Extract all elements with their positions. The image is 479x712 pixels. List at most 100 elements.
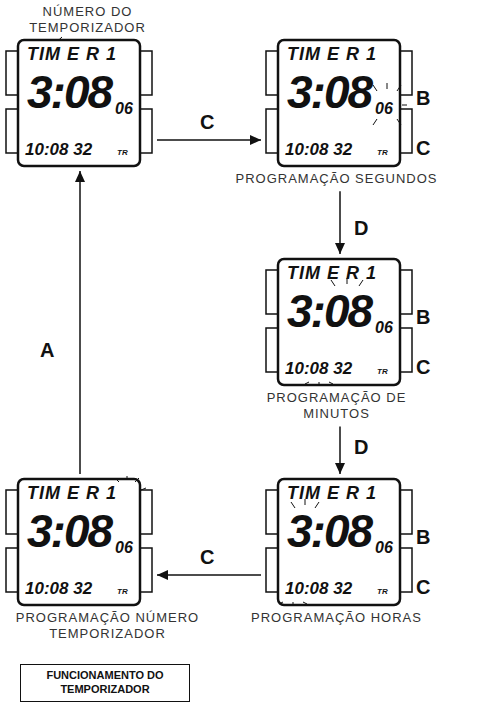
seconds-digits: 06 <box>115 101 133 117</box>
mode-indicator: TR <box>117 149 128 157</box>
time-digits: 3:08 <box>287 508 371 554</box>
mode-caption: PROGRAMAÇÃO HORAS <box>234 610 439 626</box>
button-step-label: D <box>352 218 370 238</box>
watch-node: TIM E R 13:080610:08 32TRPROGRAMAÇÃO SEG… <box>265 39 413 187</box>
timer-number: TIM E R 1 <box>27 484 117 502</box>
button-label: B <box>416 307 430 327</box>
watch-button <box>140 548 152 592</box>
time-digits: 3:08 <box>27 508 111 554</box>
watch-outline <box>18 479 140 605</box>
watch-button <box>266 51 278 95</box>
watch-button <box>400 109 412 153</box>
watch-display: TIM E R 1 3:0806 10:08 32 TR <box>265 39 413 167</box>
arrow-head <box>157 570 168 580</box>
watch-outline <box>18 40 140 166</box>
blink-mark <box>397 119 401 125</box>
callout-title: NÚMERO DO TEMPORIZADOR <box>5 4 170 37</box>
arrow-head <box>75 171 85 182</box>
watch-display: TIM E R 1 3:0806 10:08 32 TR <box>265 478 413 606</box>
mode-caption: PROGRAMAÇÃO DE MINUTOS <box>234 390 439 423</box>
button-label: C <box>416 357 430 377</box>
button-step-label: C <box>198 112 216 132</box>
clock-line: 10:08 32 <box>285 580 352 597</box>
seconds-digits: 06 <box>115 540 133 556</box>
watch-button <box>266 490 278 534</box>
blink-mark <box>135 478 139 482</box>
watch-button <box>140 490 152 534</box>
flow-arrow <box>79 171 81 474</box>
mode-indicator: TR <box>377 149 388 157</box>
clock-line: 10:08 32 <box>25 580 92 597</box>
blink-mark <box>115 478 119 482</box>
blink-mark <box>127 476 128 480</box>
watch-button <box>266 328 278 372</box>
watch-button <box>400 490 412 534</box>
watch-outline <box>278 479 400 605</box>
blink-mark <box>373 85 377 91</box>
blink-mark <box>293 602 294 605</box>
watch-display: TIM E R 1 3:0806 10:08 32 TR <box>5 478 153 606</box>
button-label: B <box>416 527 430 547</box>
blink-mark <box>402 105 407 106</box>
watch-node: TIM E R 1 3:0806 10:08 32 TR <box>5 39 153 167</box>
clock-line: 10:08 32 <box>285 360 352 377</box>
arrow-head <box>335 243 345 254</box>
button-step-label: A <box>38 340 56 360</box>
watch-display: TIM E R 1 3:0806 10:08 32 TR <box>265 258 413 386</box>
watch-button <box>266 548 278 592</box>
timer-number: TIM E R 1 <box>27 45 117 63</box>
blink-mark <box>387 83 388 89</box>
seconds-digits: 06 <box>375 320 393 336</box>
watch-button <box>400 270 412 314</box>
blink-mark <box>319 382 320 385</box>
button-label: C <box>416 577 430 597</box>
blink-mark <box>305 382 309 384</box>
watch-node: TIM E R 13:080610:08 32TRPROGRAMAÇÃO NÚM… <box>5 478 153 643</box>
timer-number: TIM E R 1 <box>287 264 377 282</box>
watch-button <box>400 51 412 95</box>
button-label: C <box>416 138 430 158</box>
flow-arrow <box>157 574 261 576</box>
mode-indicator: TR <box>377 368 388 376</box>
watch-button <box>266 109 278 153</box>
watch-button <box>6 490 18 534</box>
watch-outline <box>278 40 400 166</box>
watch-node: TIM E R 13:080610:08 32TRPROGRAMAÇÃO HOR… <box>265 478 413 626</box>
watch-outline <box>278 259 400 385</box>
watch-button <box>140 109 152 153</box>
blink-mark <box>373 119 377 125</box>
time-digits: 3:08 <box>27 69 111 115</box>
arrow-head <box>250 135 261 145</box>
blink-mark <box>329 382 333 384</box>
watch-node: TIM E R 13:080610:08 32TRPROGRAMAÇÃO DE … <box>265 258 413 423</box>
seconds-digits: 06 <box>375 540 393 556</box>
timer-number: TIM E R 1 <box>287 45 377 63</box>
button-label: B <box>416 88 430 108</box>
watch-button <box>266 270 278 314</box>
blink-mark <box>397 85 401 91</box>
flow-arrow <box>157 139 261 141</box>
watch-button <box>6 51 18 95</box>
watch-button <box>140 51 152 95</box>
watch-button <box>400 328 412 372</box>
blink-mark <box>279 602 283 604</box>
watch-button <box>400 548 412 592</box>
blink-mark <box>141 488 146 490</box>
clock-line: 10:08 32 <box>25 141 92 158</box>
time-digits: 3:08 <box>287 288 371 334</box>
seconds-digits: 06 <box>375 101 393 117</box>
button-step-label: D <box>352 437 370 457</box>
mode-caption: PROGRAMAÇÃO SEGUNDOS <box>234 171 439 187</box>
caption-text: FUNCIONAMENTO DO TEMPORIZADOR <box>27 669 183 697</box>
watch-button <box>6 109 18 153</box>
mode-indicator: TR <box>377 588 388 596</box>
time-digits: 3:08 <box>287 69 371 115</box>
clock-line: 10:08 32 <box>285 141 352 158</box>
caption-box: FUNCIONAMENTO DO TEMPORIZADOR <box>20 664 190 702</box>
watch-display: TIM E R 1 3:0806 10:08 32 TR <box>5 39 153 167</box>
watch-button <box>6 548 18 592</box>
blink-mark <box>303 602 307 604</box>
timer-number: TIM E R 1 <box>287 484 377 502</box>
mode-indicator: TR <box>117 588 128 596</box>
arrow-head <box>335 463 345 474</box>
